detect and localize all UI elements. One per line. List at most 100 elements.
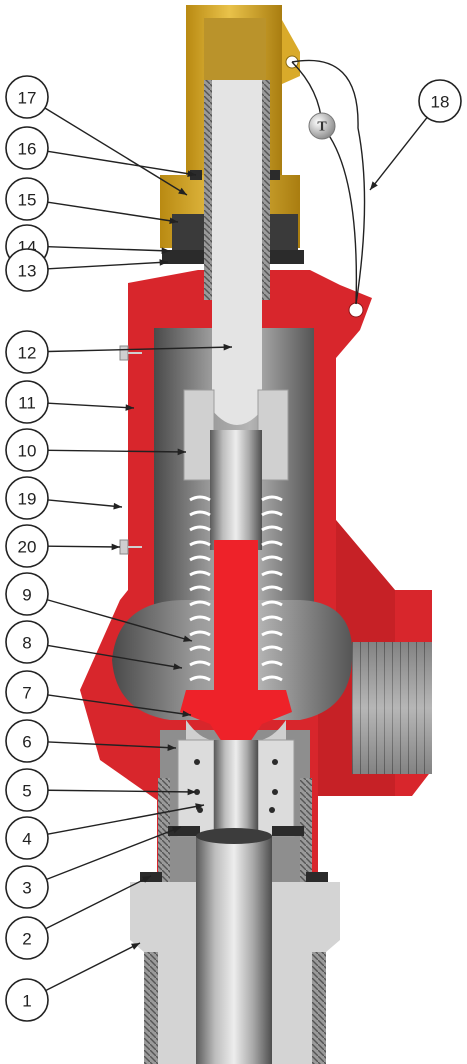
- leader-line-12: [47, 346, 233, 353]
- leader-line-8: [47, 644, 183, 669]
- callout-circle-16: [5, 126, 49, 170]
- callout-label-11: 11: [18, 394, 36, 413]
- leader-line-19: [47, 499, 123, 508]
- o-ring-4: [197, 807, 203, 813]
- callout-circle-6: [5, 719, 49, 763]
- arrowhead-2: [142, 876, 151, 883]
- spring-coil-left: [189, 660, 211, 667]
- leader-line-16: [47, 150, 197, 176]
- arrowhead-19: [113, 502, 122, 510]
- callout-label-19: 19: [18, 490, 37, 509]
- adjusting-screw: [204, 80, 270, 425]
- callout-label-7: 7: [22, 684, 31, 703]
- lifting-lug-hole: [348, 302, 364, 318]
- locknut-15: [172, 214, 204, 250]
- leader-line-6: [47, 741, 177, 749]
- seal-tag-label: T: [317, 120, 327, 135]
- arrowhead-16: [187, 170, 196, 177]
- plug-lower: [119, 539, 129, 555]
- arrowhead-10: [177, 448, 186, 456]
- callout-label-17: 17: [18, 89, 37, 108]
- inlet-bore-pipe: [196, 836, 272, 1064]
- arrowhead-12: [223, 343, 232, 351]
- spring-coil-left: [189, 645, 211, 652]
- screw-thread-right: [262, 80, 270, 300]
- callout-label-20: 20: [18, 538, 37, 557]
- gasket-2-left: [140, 872, 162, 882]
- spring-coil-right: [261, 600, 283, 607]
- spring-coil-left: [189, 630, 211, 637]
- callout-circle-4: [5, 816, 49, 860]
- spring-coil-right: [261, 585, 283, 592]
- cap-hook: [282, 20, 300, 84]
- spring-coil-left: [189, 585, 211, 592]
- callout-circle-2: [5, 916, 49, 960]
- spring-coil-right: [261, 570, 283, 577]
- callout-label-1: 1: [22, 992, 31, 1011]
- leader-line-10: [47, 449, 187, 453]
- callout-circle-12: [5, 330, 49, 374]
- callout-label-10: 10: [18, 442, 37, 461]
- leader-line-20: [47, 545, 121, 548]
- leader-line-17: [44, 107, 188, 196]
- leader-line-18: [369, 117, 428, 191]
- leader-line-7: [47, 694, 192, 716]
- leader-line-4: [47, 804, 205, 835]
- leader-line-5: [47, 789, 197, 793]
- spring-coil-right: [261, 495, 283, 502]
- callout-label-4: 4: [22, 830, 31, 849]
- spring-coil-left: [189, 555, 211, 562]
- inlet-fitting: [130, 828, 340, 1064]
- seat-6: [177, 739, 215, 837]
- spring-coil-left: [189, 570, 211, 577]
- inlet-thread-right: [312, 952, 326, 1064]
- spring-coil-left: [189, 525, 211, 532]
- leader-line-3: [46, 826, 182, 881]
- callout-label-8: 8: [22, 634, 31, 653]
- spring-coil-right: [261, 675, 283, 682]
- spring-coil-left: [189, 675, 211, 682]
- arrowhead-5: [187, 788, 196, 796]
- spring-coil-right: [261, 525, 283, 532]
- valve-stem: [180, 540, 292, 742]
- arrowhead-20: [111, 543, 120, 551]
- seal-tag: [308, 112, 336, 140]
- arrowhead-1: [131, 943, 140, 950]
- callout-label-5: 5: [22, 782, 31, 801]
- callout-circle-5: [5, 768, 49, 812]
- spring-coil-left: [189, 540, 211, 547]
- callout-circle-20: [5, 524, 49, 568]
- arrowhead-18: [370, 181, 378, 190]
- body-thread-right: [300, 778, 312, 882]
- screw-thread-left: [204, 80, 212, 300]
- gasket-2-right: [306, 872, 328, 882]
- arrowhead-7: [182, 710, 191, 718]
- spring-coil-right: [261, 660, 283, 667]
- leader-line-2: [45, 875, 152, 930]
- callout-circle-8: [5, 620, 49, 664]
- spring-coil-left: [189, 615, 211, 622]
- arrowhead-3: [172, 826, 181, 834]
- leader-line-15: [47, 201, 179, 223]
- spring: [189, 495, 283, 682]
- callout-label-15: 15: [18, 191, 37, 210]
- callout-label-16: 16: [18, 140, 37, 159]
- leader-line-1: [45, 942, 141, 992]
- callout-circle-7: [5, 670, 49, 714]
- leader-line-9: [47, 599, 193, 642]
- spring-coil-left: [189, 495, 211, 502]
- o-ring-5: [194, 789, 200, 795]
- arrowhead-17: [178, 187, 187, 195]
- inlet-thread-left: [144, 952, 158, 1064]
- leader-line-11: [47, 402, 135, 409]
- spring-guide: [183, 389, 289, 550]
- arrowhead-9: [183, 635, 192, 642]
- callout-circle-9: [5, 572, 49, 616]
- callout-label-6: 6: [22, 733, 31, 752]
- callout-circle-19: [5, 476, 49, 520]
- arrowhead-14: [161, 247, 170, 255]
- seal-16-right: [268, 170, 280, 180]
- arrowhead-11: [125, 404, 134, 411]
